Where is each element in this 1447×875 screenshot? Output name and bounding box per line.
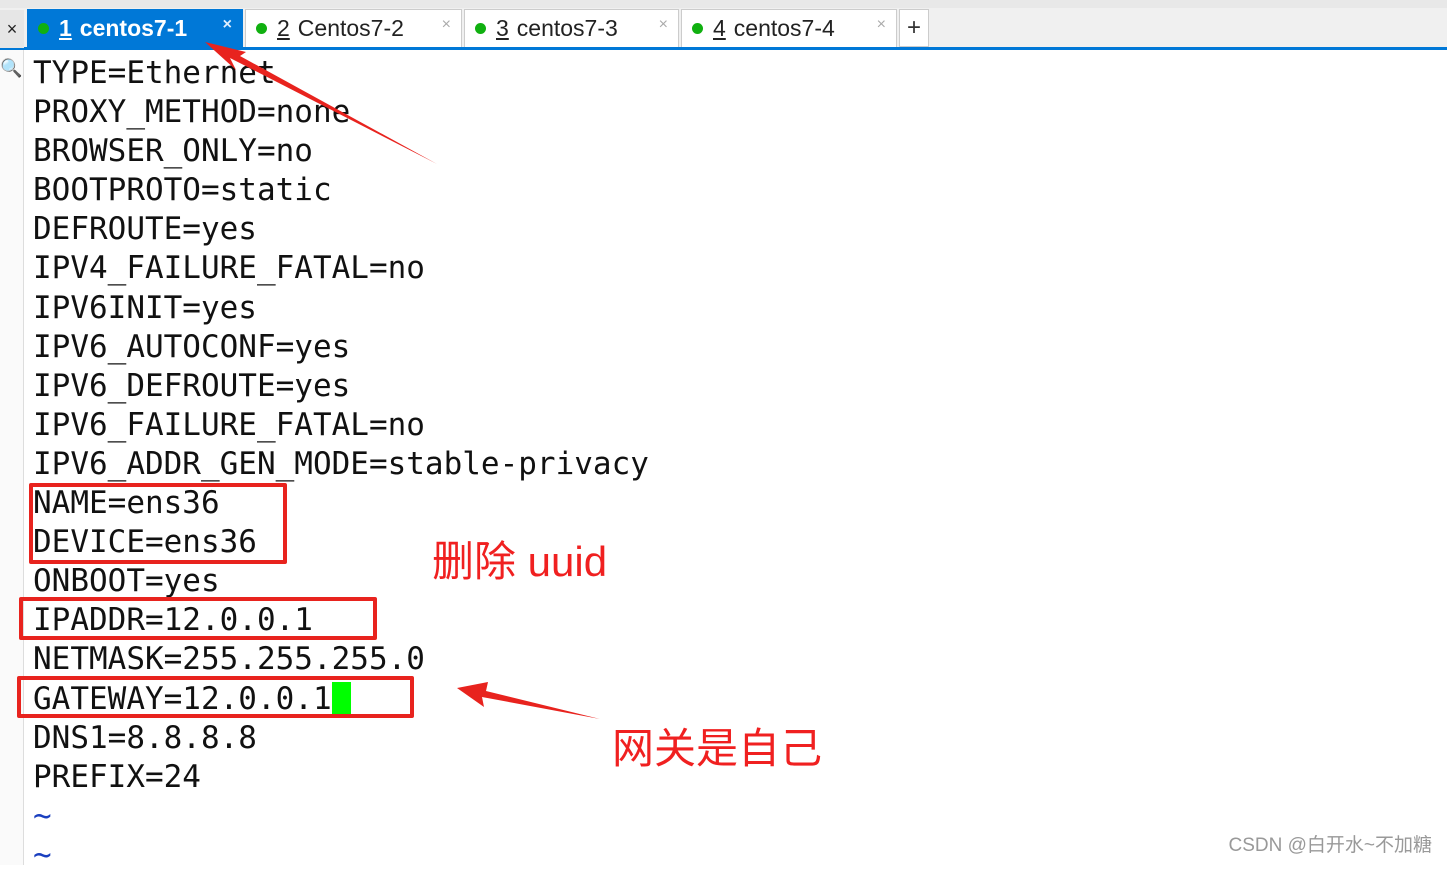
search-icon[interactable]: 🔍 bbox=[0, 58, 23, 78]
line: IPADDR=12.0.0.1 bbox=[33, 602, 313, 639]
tab-centos7-2[interactable]: 2 Centos7-2 × bbox=[245, 9, 462, 47]
empty-line-tilde: ~ bbox=[33, 797, 52, 834]
close-icon[interactable]: × bbox=[658, 16, 668, 33]
status-dot-icon bbox=[692, 23, 703, 34]
tab-label: Centos7-2 bbox=[297, 15, 404, 41]
tab-centos7-3[interactable]: 3 centos7-3 × bbox=[464, 9, 679, 47]
tab-centos7-1[interactable]: 1 centos7-1 × bbox=[27, 9, 243, 47]
line: DNS1=8.8.8.8 bbox=[33, 719, 257, 756]
line: TYPE=Ethernet bbox=[33, 55, 276, 91]
line: IPV4_FAILURE_FATAL=no bbox=[33, 250, 425, 287]
line: PREFIX=24 bbox=[33, 758, 201, 795]
close-icon[interactable]: × bbox=[441, 16, 451, 33]
highlight-box-ipaddr bbox=[19, 597, 377, 640]
arrow-to-gateway-icon bbox=[457, 682, 600, 719]
new-tab-button[interactable]: + bbox=[899, 9, 929, 47]
line-gateway: GATEWAY=12.0.0.1 bbox=[33, 680, 649, 719]
close-all-tabs-button[interactable]: × bbox=[0, 10, 24, 48]
tab-centos7-4[interactable]: 4 centos7-4 × bbox=[681, 9, 897, 47]
status-dot-icon bbox=[38, 23, 49, 34]
annotation-delete-uuid: 删除 uuid bbox=[432, 538, 608, 585]
line: IPV6_DEFROUTE=yes bbox=[33, 367, 351, 404]
text-cursor bbox=[331, 681, 351, 715]
highlight-box-name-device bbox=[29, 483, 287, 564]
tab-label: centos7-3 bbox=[516, 15, 618, 41]
toolbar-strip bbox=[0, 0, 1447, 8]
tab-label: centos7-1 bbox=[79, 15, 188, 41]
tab-number: 2 bbox=[277, 15, 290, 41]
tab-number: 4 bbox=[713, 15, 726, 41]
tab-label: centos7-4 bbox=[733, 15, 835, 41]
line: DEVICE=ens36 bbox=[33, 524, 257, 561]
annotation-gateway-self: 网关是自己 bbox=[612, 725, 823, 772]
watermark: CSDN @白开水~不加糖 bbox=[1228, 835, 1433, 856]
tab-number: 1 bbox=[59, 15, 72, 41]
line: NETMASK=255.255.255.0 bbox=[33, 641, 425, 678]
close-icon[interactable]: × bbox=[222, 16, 232, 33]
status-dot-icon bbox=[475, 23, 486, 34]
highlight-box-gateway bbox=[17, 676, 414, 718]
close-icon[interactable]: × bbox=[876, 16, 886, 33]
arrow-to-tab-icon bbox=[205, 42, 437, 164]
line: BROWSER_ONLY=no bbox=[33, 133, 313, 170]
line: IPV6_ADDR_GEN_MODE=stable-privacy bbox=[33, 445, 649, 482]
line: NAME=ens36 bbox=[33, 485, 220, 522]
line: DEFROUTE=yes bbox=[33, 211, 257, 248]
side-gutter bbox=[0, 50, 24, 865]
empty-line-tilde: ~ bbox=[33, 836, 52, 873]
status-dot-icon bbox=[256, 23, 267, 34]
line: PROXY_METHOD=none bbox=[33, 94, 351, 131]
line: IPV6_FAILURE_FATAL=no bbox=[33, 406, 425, 443]
line: BOOTPROTO=static bbox=[33, 172, 332, 209]
line: ONBOOT=yes bbox=[33, 563, 220, 600]
line: IPV6_AUTOCONF=yes bbox=[33, 328, 351, 365]
tab-number: 3 bbox=[496, 15, 509, 41]
line: IPV6INIT=yes bbox=[33, 289, 257, 326]
